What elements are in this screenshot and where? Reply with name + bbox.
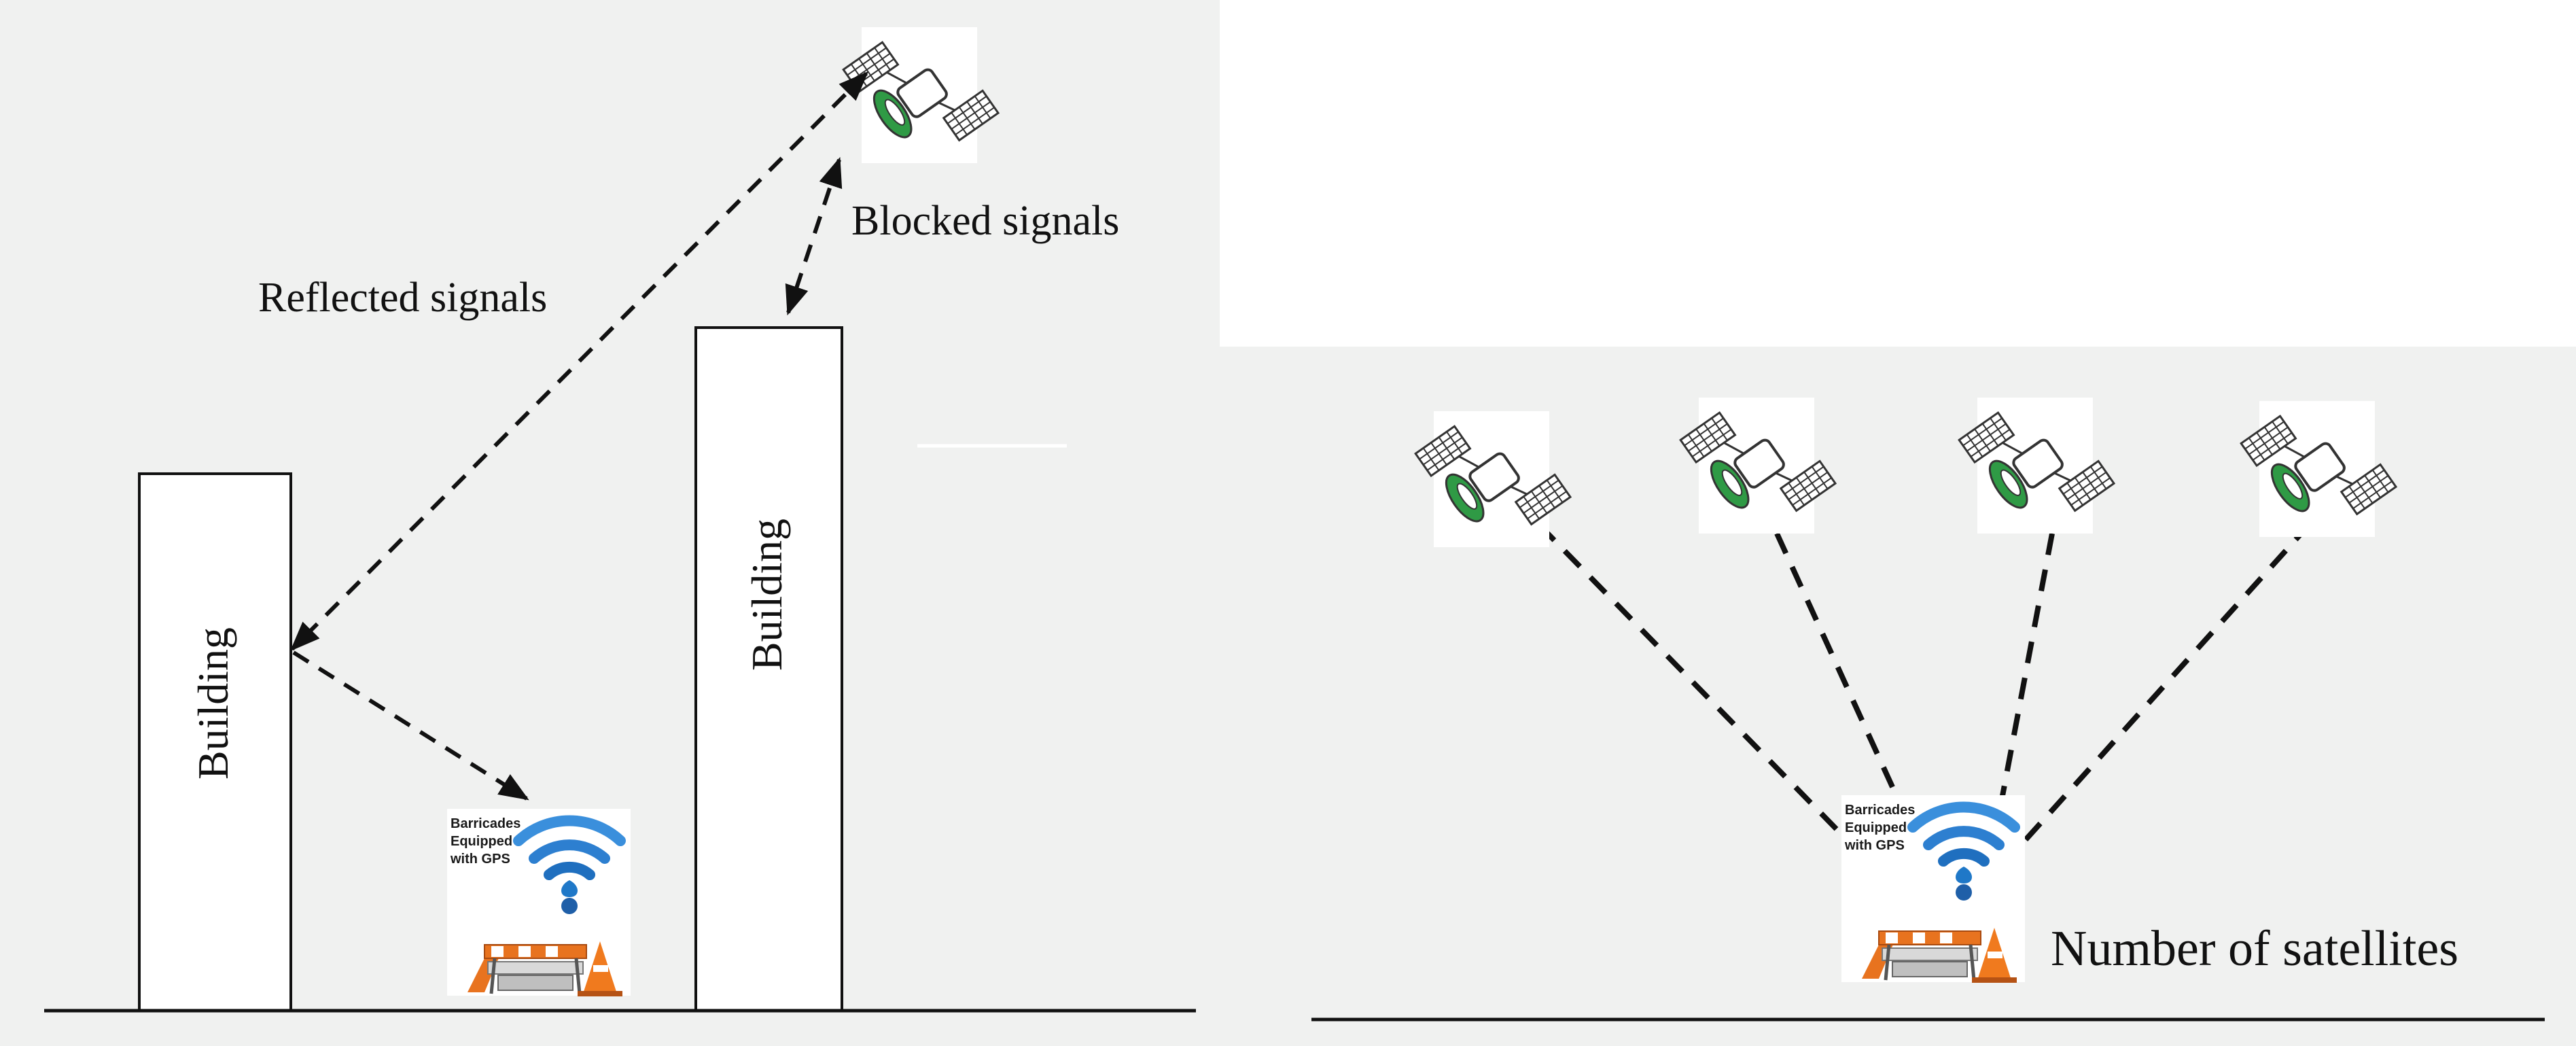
satellite-signal-4 [2002, 521, 2312, 865]
satellite-icon [842, 10, 1000, 173]
barricade-text-line1: Barricades [451, 816, 521, 831]
barricade-text-line3: with GPS [450, 852, 510, 867]
satellite-signal-3 [1978, 533, 2055, 911]
reflected-signal-to-receiver-arrow [292, 650, 529, 801]
building-1-label: Building [189, 627, 237, 780]
barricade-text-line3: with GPS [1844, 838, 1905, 853]
barricade-text-line1: Barricades [1845, 803, 1915, 818]
reflected-signal-arrow [289, 71, 869, 652]
left-scene: Building Building Reflected signals Bloc… [44, 10, 1196, 1013]
satellite-icon [1958, 380, 2116, 544]
right-scene: Barricades Equipped with GPS Number of s… [1311, 380, 2545, 1022]
satellite-icon [1414, 394, 1572, 557]
barricade-text-line2: Equipped [1845, 820, 1907, 835]
reflected-signals-label: Reflected signals [258, 275, 547, 321]
number-of-satellites-label: Number of satellites [2051, 921, 2458, 977]
satellite-icon [2240, 383, 2398, 547]
satellite-icon [1679, 380, 1837, 544]
barricade-text-line2: Equipped [451, 834, 512, 849]
building-2-label: Building [743, 519, 791, 671]
blocked-signals-label: Blocked signals [851, 198, 1119, 244]
blocked-signal-arrow [785, 156, 843, 316]
